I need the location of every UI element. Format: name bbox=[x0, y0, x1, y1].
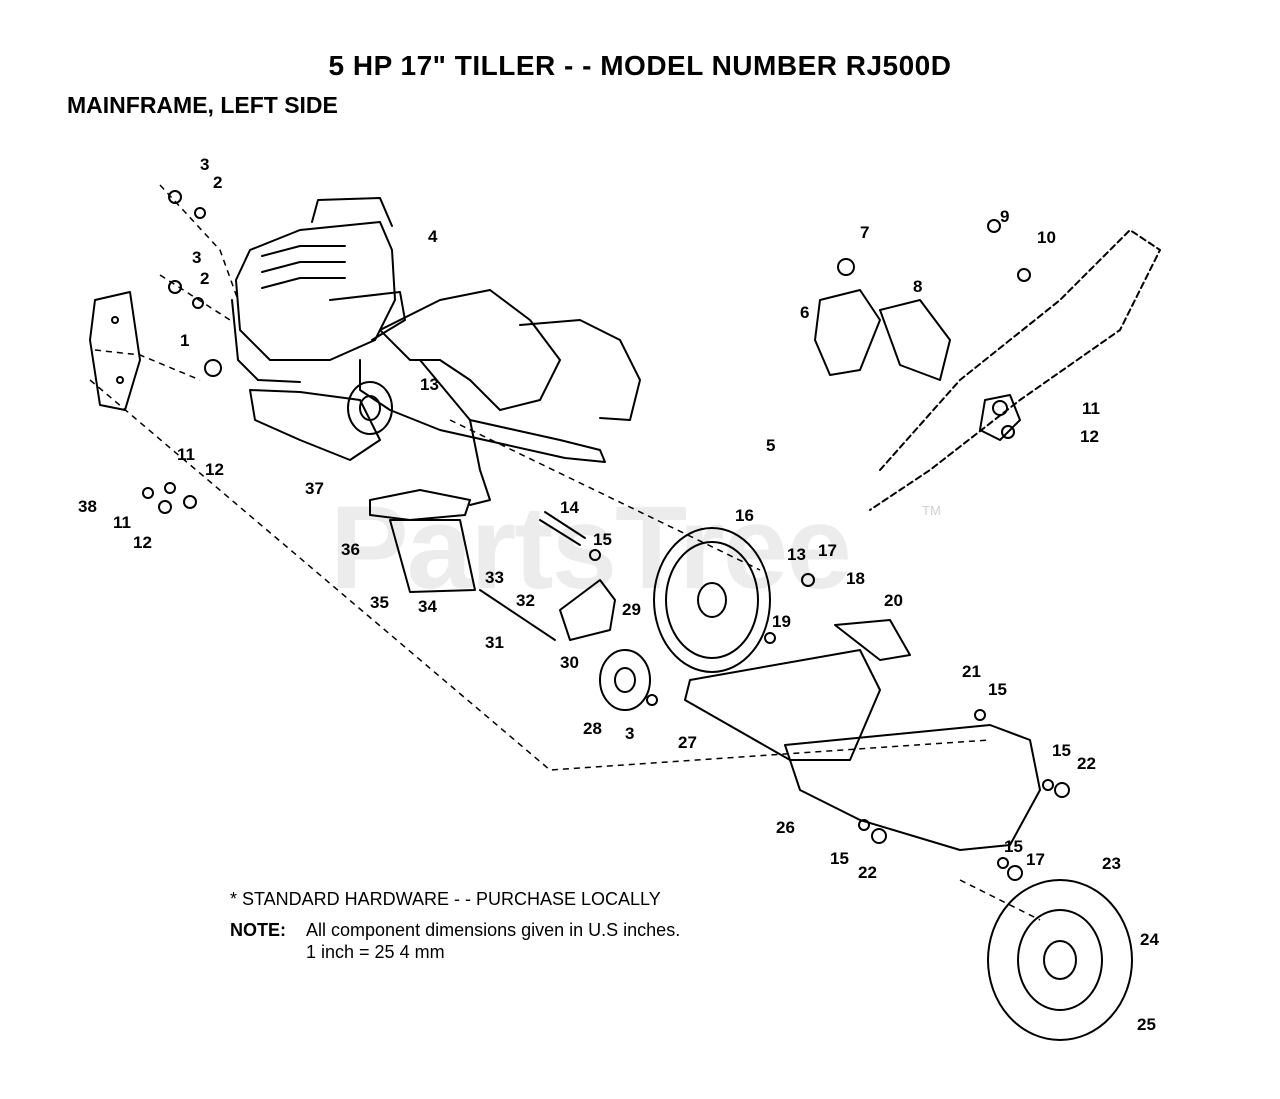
bracket-30 bbox=[559, 579, 616, 641]
belt-27 bbox=[684, 649, 881, 761]
hardware bbox=[142, 190, 1070, 881]
callout-label: 15 bbox=[1052, 741, 1071, 760]
callout-label: 5 bbox=[766, 436, 775, 455]
callout-label: 3 bbox=[200, 155, 209, 174]
callout-label: 37 bbox=[305, 479, 324, 498]
callout-labels: 3 2 3 2 1 4 13 37 38 11 12 11 12 36 35 3… bbox=[78, 155, 1159, 1034]
callout-label: 29 bbox=[622, 600, 641, 619]
callout-label: 15 bbox=[1004, 837, 1023, 856]
callout-label: 24 bbox=[1140, 930, 1159, 949]
callout-label: 2 bbox=[200, 269, 209, 288]
callout-label: 23 bbox=[1102, 854, 1121, 873]
shaft-14 bbox=[539, 511, 586, 546]
callout-label: 15 bbox=[593, 530, 612, 549]
callout-label: 28 bbox=[583, 719, 602, 738]
callout-label: 15 bbox=[830, 849, 849, 868]
callout-label: 8 bbox=[913, 277, 922, 296]
callout-label: 35 bbox=[370, 593, 389, 612]
callout-label: 12 bbox=[133, 533, 152, 552]
callout-label: 34 bbox=[418, 597, 437, 616]
callout-label: 6 bbox=[800, 303, 809, 322]
callout-label: 27 bbox=[678, 733, 697, 752]
wheel-23 bbox=[987, 879, 1133, 1041]
callout-label: 17 bbox=[818, 541, 837, 560]
engine bbox=[231, 197, 406, 383]
callout-label: 12 bbox=[205, 460, 224, 479]
callout-label: 18 bbox=[846, 569, 865, 588]
watermark-trademark: TM bbox=[922, 503, 941, 518]
callout-label: 7 bbox=[860, 223, 869, 242]
callout-label: 13 bbox=[787, 545, 806, 564]
leader-lines bbox=[89, 184, 1041, 921]
callout-label: 2 bbox=[213, 173, 222, 192]
callout-label: 11 bbox=[1082, 399, 1100, 418]
note-label: NOTE: bbox=[230, 920, 286, 940]
diagram-subtitle: MAINFRAME, LEFT SIDE bbox=[67, 92, 338, 118]
depth-bar-6 bbox=[814, 289, 881, 376]
callout-label: 15 bbox=[988, 680, 1007, 699]
callout-label: 22 bbox=[1077, 754, 1096, 773]
callout-label: 20 bbox=[884, 591, 903, 610]
callout-label: 9 bbox=[1000, 207, 1009, 226]
note-line-2: 1 inch = 25 4 mm bbox=[306, 942, 445, 962]
rod-31 bbox=[479, 589, 556, 641]
dimension-note: NOTE: All component dimensions given in U… bbox=[230, 920, 680, 941]
callout-label: 36 bbox=[341, 540, 360, 559]
callout-label: 14 bbox=[560, 498, 579, 517]
callout-label: 13 bbox=[420, 375, 439, 394]
callout-label: 26 bbox=[776, 818, 795, 837]
callout-label: 17 bbox=[1026, 850, 1045, 869]
bracket-20 bbox=[834, 619, 911, 661]
callout-label: 25 bbox=[1137, 1015, 1156, 1034]
block-34 bbox=[389, 519, 476, 593]
callout-label: 3 bbox=[625, 724, 634, 743]
hub bbox=[347, 381, 393, 435]
diagram-title: 5 HP 17" TILLER - - MODEL NUMBER RJ500D bbox=[328, 50, 952, 81]
callout-label: 21 bbox=[962, 662, 981, 681]
standard-hardware-note: * STANDARD HARDWARE - - PURCHASE LOCALLY bbox=[230, 889, 661, 909]
main-frame bbox=[249, 289, 641, 506]
callout-label: 22 bbox=[858, 863, 877, 882]
callout-label: 31 bbox=[485, 633, 504, 652]
callout-label: 12 bbox=[1080, 427, 1099, 446]
hitch-36 bbox=[369, 489, 471, 521]
note-line-1: All component dimensions given in U.S in… bbox=[306, 920, 681, 940]
callout-label: 16 bbox=[735, 506, 754, 525]
callout-label: 1 bbox=[180, 331, 189, 350]
pulley-16 bbox=[653, 527, 771, 673]
callout-label: 38 bbox=[78, 497, 97, 516]
callout-label: 11 bbox=[177, 445, 195, 464]
bracket-8 bbox=[879, 299, 951, 381]
callout-label: 3 bbox=[192, 248, 201, 267]
tine-shield bbox=[869, 229, 1161, 511]
callout-label: 4 bbox=[428, 227, 438, 246]
callout-label: 30 bbox=[560, 653, 579, 672]
belt-cover-26 bbox=[784, 724, 1041, 851]
callout-label: 32 bbox=[516, 591, 535, 610]
callout-label: 10 bbox=[1037, 228, 1056, 247]
bracket-11 bbox=[979, 394, 1021, 441]
callout-label: 11 bbox=[113, 513, 131, 532]
callout-label: 19 bbox=[772, 612, 791, 631]
callout-label: 33 bbox=[485, 568, 504, 587]
pulley-28 bbox=[599, 649, 651, 711]
